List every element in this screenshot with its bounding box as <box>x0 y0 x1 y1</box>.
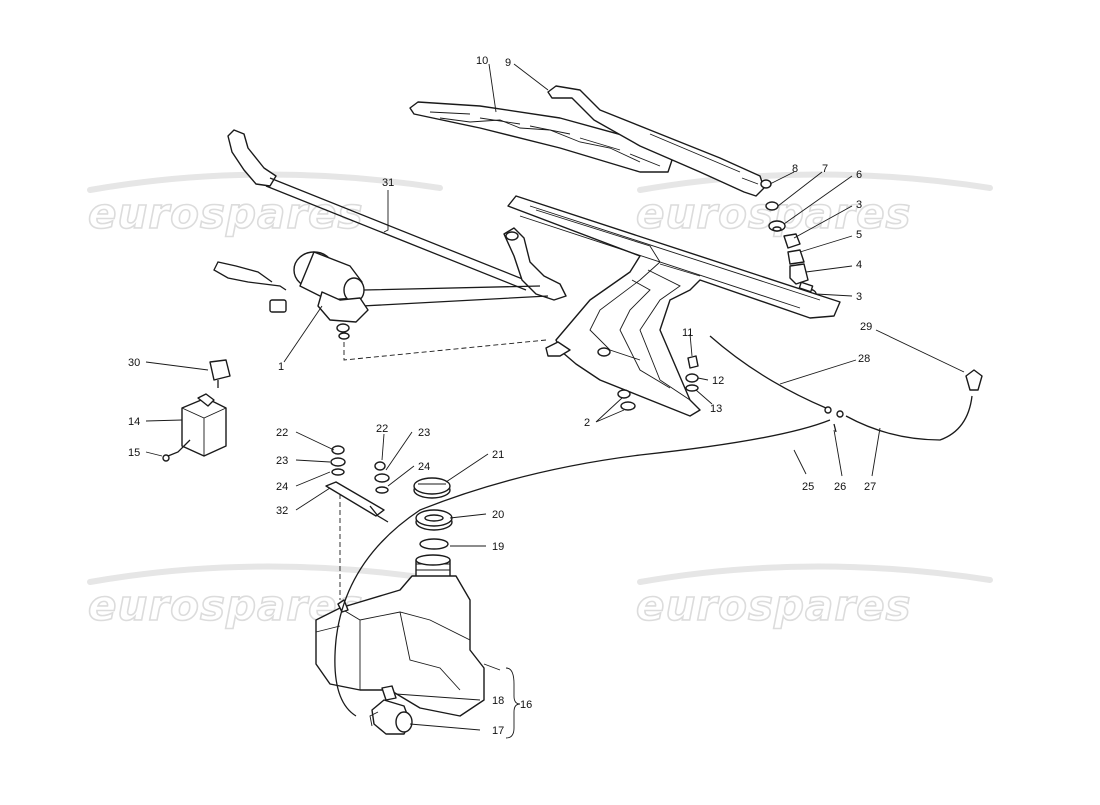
callout-6: 6 <box>856 169 862 181</box>
callout-23: 23 <box>276 455 288 467</box>
wiper-arm <box>547 85 765 197</box>
callout-22: 22 <box>276 427 288 439</box>
callout-19: 19 <box>492 541 504 553</box>
callout-18: 18 <box>492 695 504 707</box>
callout-29: 29 <box>860 321 872 333</box>
bracket-bolts <box>617 389 636 411</box>
washer-hoses <box>334 335 973 717</box>
callout-21: 21 <box>492 449 504 461</box>
callout-8: 8 <box>792 163 798 175</box>
callout-12: 12 <box>712 375 724 387</box>
link-rod <box>227 129 567 301</box>
callout-23: 23 <box>418 427 430 439</box>
wiper-frame <box>507 195 841 417</box>
alignment-line <box>343 339 547 361</box>
callout-22: 22 <box>376 423 388 435</box>
callout-24: 24 <box>276 481 288 493</box>
callout-7: 7 <box>822 163 828 175</box>
watermark-swoosh <box>87 563 443 585</box>
callout-30: 30 <box>128 357 140 369</box>
washer-nozzle <box>965 369 983 391</box>
callout-9: 9 <box>505 57 511 69</box>
callout-10: 10 <box>476 55 488 67</box>
callout-13: 13 <box>710 403 722 415</box>
washer-pump <box>369 699 413 735</box>
callout-17: 17 <box>492 725 504 737</box>
callout-16: 16 <box>520 699 532 711</box>
callout-labels: 10 9 8 7 6 3 5 4 3 31 1 29 28 11 12 13 2… <box>128 55 876 737</box>
watermark-text: eurospares <box>88 189 364 238</box>
callout-11: 11 <box>682 327 693 339</box>
washer-tank <box>315 477 485 717</box>
callout-28: 28 <box>858 353 870 365</box>
callout-5: 5 <box>856 229 862 241</box>
callout-32: 32 <box>276 505 288 517</box>
frame-fasteners <box>685 355 699 392</box>
callout-2: 2 <box>584 417 590 429</box>
callout-24: 24 <box>418 461 430 473</box>
callout-leaders <box>145 63 965 739</box>
callout-31: 31 <box>382 177 394 189</box>
callout-27: 27 <box>864 481 876 493</box>
watermark-text: eurospares <box>636 581 912 630</box>
callout-1: 1 <box>278 361 284 373</box>
wiper-blade <box>409 101 673 173</box>
callout-3: 3 <box>856 199 862 211</box>
callout-20: 20 <box>492 509 504 521</box>
callout-3: 3 <box>856 291 862 303</box>
tank-bracket <box>325 445 390 600</box>
relay-assembly <box>162 359 231 462</box>
watermark-swoosh <box>637 171 993 193</box>
callout-25: 25 <box>802 481 814 493</box>
callout-15: 15 <box>128 447 140 459</box>
wiper-motor <box>213 251 549 340</box>
callout-4: 4 <box>856 259 862 271</box>
callout-14: 14 <box>128 416 140 428</box>
watermark-layer: eurospares eurospares eurospares eurospa… <box>87 171 993 631</box>
watermark-swoosh <box>637 563 993 585</box>
callout-26: 26 <box>834 481 846 493</box>
